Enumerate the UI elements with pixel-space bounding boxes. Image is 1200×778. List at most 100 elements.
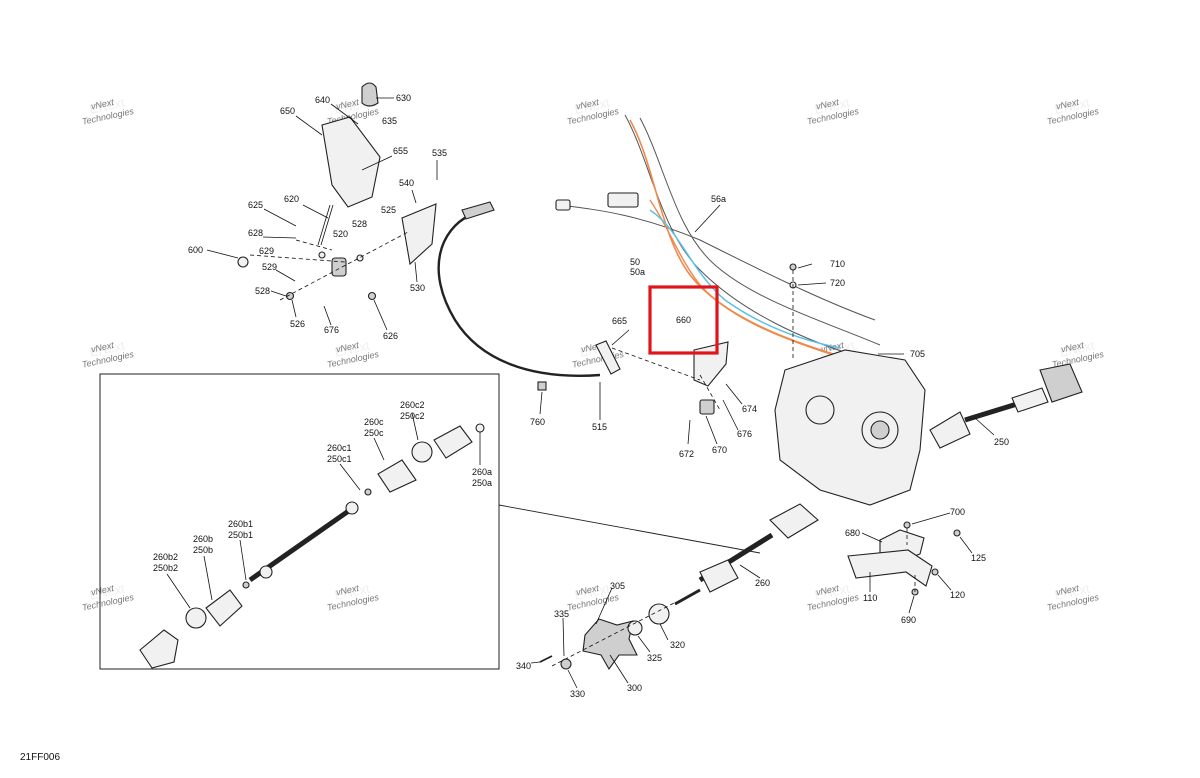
- leader: [861, 532, 883, 543]
- callout-label[interactable]: 300: [627, 683, 642, 693]
- callout-label[interactable]: 650: [280, 106, 295, 116]
- leader: [725, 383, 743, 405]
- leader: [908, 595, 915, 614]
- callout-label[interactable]: 665: [612, 316, 627, 326]
- callout-label[interactable]: 260b: [193, 534, 213, 544]
- callout-label[interactable]: 260c1: [327, 443, 352, 453]
- shifter-bracket-drawing: [401, 203, 437, 266]
- callout-label[interactable]: 700: [950, 507, 965, 517]
- callout-label[interactable]: 260a: [472, 467, 492, 477]
- callout-label[interactable]: 670: [712, 445, 727, 455]
- svg-text:vNext: vNext: [90, 97, 115, 112]
- callout-label[interactable]: 720: [830, 278, 845, 288]
- retainer-drawing: [364, 488, 372, 496]
- callout-label[interactable]: 674: [742, 404, 757, 414]
- callout-label[interactable]: 710: [830, 259, 845, 269]
- callout-label[interactable]: 250c2: [400, 411, 425, 421]
- callout-label[interactable]: 125: [971, 553, 986, 563]
- callout-label[interactable]: 630: [396, 93, 411, 103]
- leader: [562, 617, 565, 657]
- callout-label[interactable]: 250b1: [228, 530, 253, 540]
- svg-text:vNext: vNext: [335, 340, 360, 355]
- callout-label[interactable]: 515: [592, 422, 607, 432]
- callout-label[interactable]: 620: [284, 194, 299, 204]
- callout-label[interactable]: 260b2: [153, 552, 178, 562]
- callout-label[interactable]: 340: [516, 661, 531, 671]
- nut-330-drawing: [560, 658, 572, 670]
- callout-label[interactable]: 528: [352, 219, 367, 229]
- callout-label[interactable]: 672: [679, 449, 694, 459]
- callout-label[interactable]: 120: [950, 590, 965, 600]
- callout-label[interactable]: 250c1: [327, 454, 352, 464]
- clip-drawing: [237, 256, 249, 268]
- washer-drawing: [318, 251, 326, 259]
- callout-label[interactable]: 260b1: [228, 519, 253, 529]
- callout-label[interactable]: 526: [290, 319, 305, 329]
- callout-label[interactable]: 50: [630, 257, 640, 267]
- callout-label[interactable]: 260c2: [400, 400, 425, 410]
- callout-label[interactable]: 535: [432, 148, 447, 158]
- leader: [373, 437, 385, 461]
- bolt-125-drawing: [953, 529, 961, 537]
- callout-label[interactable]: 528: [255, 286, 270, 296]
- leader: [339, 463, 361, 491]
- callout-label[interactable]: 625: [248, 200, 263, 210]
- callout-label[interactable]: 705: [910, 349, 925, 359]
- leader: [323, 305, 332, 326]
- watermark: ENext vNext Technologies: [566, 95, 620, 127]
- callout-label[interactable]: 325: [647, 653, 662, 663]
- callout-label[interactable]: 250b2: [153, 563, 178, 573]
- callout-label[interactable]: 250c: [364, 428, 384, 438]
- callout-label[interactable]: 676: [737, 429, 752, 439]
- svg-text:vNext: vNext: [815, 97, 840, 112]
- svg-text:ENext: ENext: [88, 581, 126, 603]
- leader: [411, 412, 419, 441]
- callout-label[interactable]: 250a: [472, 478, 492, 488]
- callout-label[interactable]: 56a: [711, 194, 726, 204]
- callout-label[interactable]: 250: [994, 437, 1009, 447]
- callout-label[interactable]: 250b: [193, 545, 213, 555]
- callout-label[interactable]: 676: [324, 325, 339, 335]
- harness-wire: [559, 204, 876, 321]
- callout-label[interactable]: 530: [410, 283, 425, 293]
- callout-label[interactable]: 760: [530, 417, 545, 427]
- wiring-harness: [555, 114, 906, 441]
- callout-label[interactable]: 520: [333, 229, 348, 239]
- bracket-110-drawing: [847, 549, 933, 587]
- shift-cable: [437, 201, 621, 391]
- callout-label[interactable]: 660: [676, 315, 691, 325]
- callout-label[interactable]: 525: [381, 205, 396, 215]
- callout-label[interactable]: 655: [393, 146, 408, 156]
- inset-pointer-line: [498, 504, 761, 554]
- callout-label[interactable]: 640: [315, 95, 330, 105]
- callout-label[interactable]: 110: [863, 593, 877, 603]
- outer-cv-boot-drawing: [205, 589, 243, 627]
- nut-drawing: [367, 291, 377, 301]
- callout-label[interactable]: 540: [399, 178, 414, 188]
- inset-frame: [99, 373, 500, 670]
- leader: [411, 189, 417, 204]
- callout-label[interactable]: 50a: [630, 267, 645, 277]
- callout-label[interactable]: 690: [901, 615, 916, 625]
- callout-label[interactable]: 600: [188, 245, 203, 255]
- callout-label[interactable]: 635: [382, 116, 397, 126]
- leader: [659, 623, 669, 641]
- callout-label[interactable]: 628: [248, 228, 263, 238]
- callout-label[interactable]: 330: [570, 689, 585, 699]
- leader: [206, 249, 239, 259]
- leader: [567, 669, 578, 689]
- leader: [739, 564, 761, 579]
- callout-label[interactable]: 529: [262, 262, 277, 272]
- callout-label[interactable]: 626: [383, 331, 398, 341]
- leader: [722, 399, 739, 431]
- callout-label[interactable]: 305: [610, 581, 625, 591]
- axis-line: [279, 231, 409, 301]
- callout-label[interactable]: 320: [670, 640, 685, 650]
- callout-label[interactable]: 335: [554, 609, 569, 619]
- callout-label[interactable]: 680: [845, 528, 860, 538]
- callout-label[interactable]: 260: [755, 578, 770, 588]
- left-drive-shaft: [674, 503, 819, 606]
- callout-label[interactable]: 260c: [364, 417, 384, 427]
- callout-label[interactable]: 629: [259, 246, 274, 256]
- leader: [203, 555, 213, 601]
